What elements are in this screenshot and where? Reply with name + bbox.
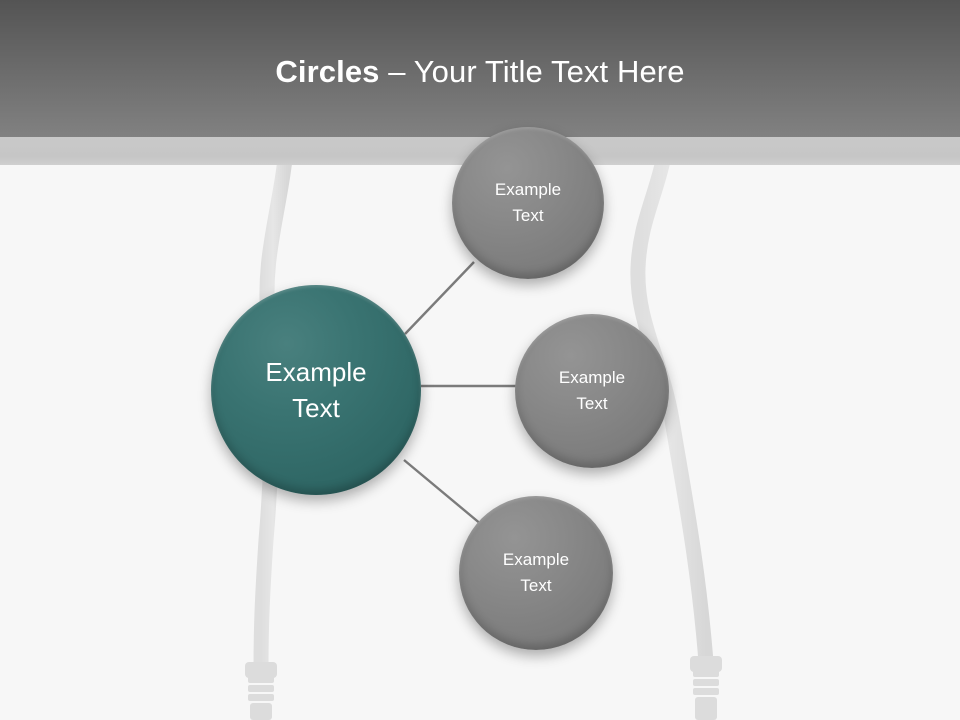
diagram-node-top[interactable]: Example Text — [452, 127, 604, 279]
diagram-node-bottom[interactable]: Example Text — [459, 496, 613, 650]
connector-center-bottom — [403, 459, 483, 526]
slide-title-bold: Circles — [275, 54, 380, 89]
diagram-node-right-label: Example Text — [558, 368, 626, 413]
slide-title: Circles – Your Title Text Here — [0, 52, 960, 92]
diagram-node-center[interactable]: Example Text — [211, 285, 421, 495]
diagram-node-right[interactable]: Example Text — [515, 314, 669, 468]
slide-title-regular: – Your Title Text Here — [379, 54, 685, 89]
diagram-node-center-label: Example Text — [265, 357, 367, 423]
diagram-node-bottom-label: Example Text — [502, 550, 570, 595]
header-band — [0, 0, 960, 137]
connector-center-top — [404, 261, 475, 335]
diagram-node-top-label: Example Text — [494, 180, 562, 225]
